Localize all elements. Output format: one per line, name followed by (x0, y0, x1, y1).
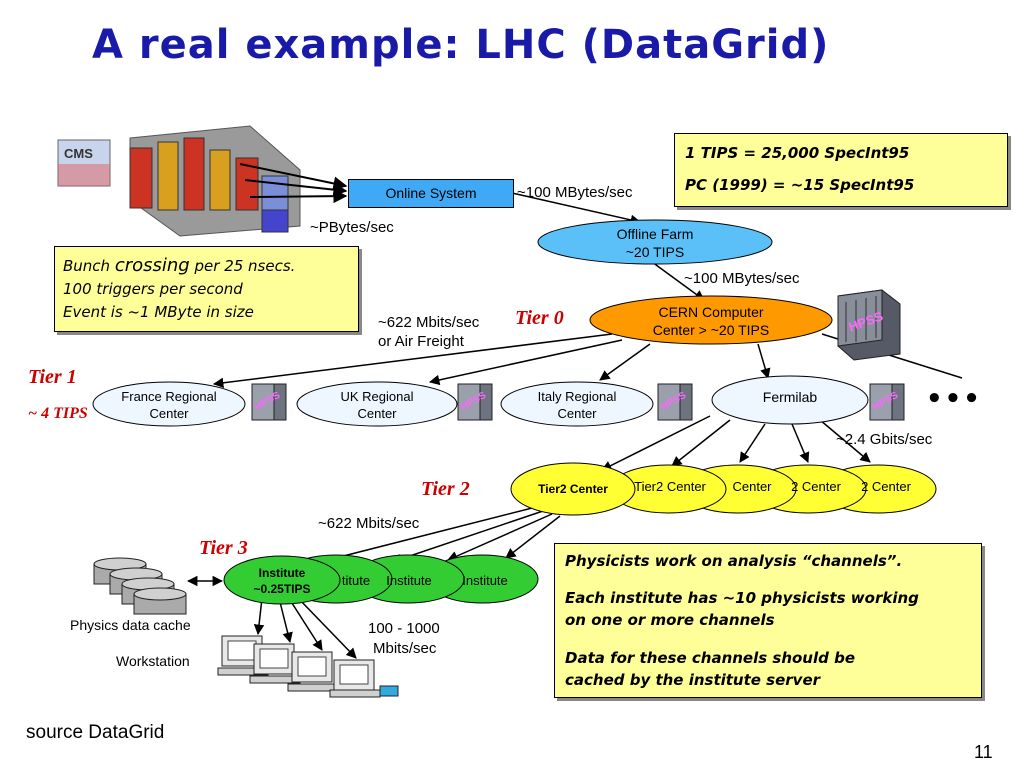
data-cache-disks-icon (93, 557, 187, 615)
bunch-line-1-post: per 25 nsecs. (189, 257, 296, 275)
italy-label-1: Italy Regional (537, 389, 617, 404)
institute-label: titute (341, 573, 371, 588)
france-center-node (92, 381, 246, 427)
bunch-info-box: Bunch crossing per 25 nsecs. 100 trigger… (54, 246, 359, 332)
bunch-line-2: 100 triggers per second (63, 280, 243, 298)
rate-institute-line2: Mbits/sec (373, 640, 437, 657)
institute-main-node (223, 555, 341, 605)
hpss-storage-icon (837, 289, 901, 361)
hpss-storage-icon (869, 383, 905, 421)
uk-label-1: UK Regional (340, 389, 414, 404)
physicists-info-box: Physicists work on analysis “channels”. … (554, 543, 982, 698)
rate-fermilab: ~2.4 Gbits/sec (836, 431, 933, 448)
tier2-center-label: Tier2 Center (634, 479, 706, 494)
institute-label: Institute (462, 573, 508, 588)
institute-main-label-1: Institute (258, 566, 306, 580)
italy-label-2: Center (557, 406, 597, 421)
institute-main-label-2: ~0.25TIPS (253, 582, 311, 596)
page-title: A real example: LHC (DataGrid) (92, 22, 830, 68)
page-number: 11 (974, 742, 993, 762)
physicists-line-1: Physicists work on analysis “channels”. (565, 552, 903, 570)
tier1-label: Tier 1 (28, 366, 77, 388)
fermilab-label: Fermilab (762, 389, 818, 405)
physicists-line-3a: Data for these channels should be (565, 649, 856, 667)
cern-label-1: CERN Computer (658, 304, 764, 320)
physics-cache-label: Physics data cache (70, 617, 191, 633)
detector-image (129, 125, 301, 237)
cms-logo-text: CMS (64, 146, 93, 161)
bunch-line-1: Bunch crossing per 25 nsecs. (63, 255, 295, 276)
tier2-center-main-node (510, 462, 636, 516)
hpss-storage-icon (251, 383, 287, 421)
uk-center-node (296, 381, 458, 427)
cern-label-2: Center > ~20 TIPS (652, 322, 770, 338)
rate-detector: ~PBytes/sec (310, 219, 394, 236)
rate-tier2: ~622 Mbits/sec (318, 515, 420, 532)
physicists-line-2a: Each institute has ~10 physicists workin… (565, 589, 919, 607)
physicists-line-2b: on one or more channels (565, 611, 775, 629)
tier2-center-label: Center (732, 479, 772, 494)
source-caption: source DataGrid (26, 722, 165, 743)
uk-label-2: Center (357, 406, 397, 421)
workstation-icon (329, 659, 399, 698)
tier1-tips-label: ~ 4 TIPS (28, 405, 88, 422)
hpss-storage-icon (657, 383, 693, 421)
tier0-label: Tier 0 (515, 307, 564, 329)
tier2-center-label: 2 Center (861, 479, 911, 494)
tips-line-2: PC (1999) = ~15 SpecInt95 (685, 176, 915, 194)
cms-logo (57, 139, 111, 187)
hpss-storage-icon (457, 383, 493, 421)
rate-institute-line1: 100 - 1000 (368, 620, 440, 637)
more-centers-ellipsis: ••• (926, 384, 982, 414)
offline-farm-label-2: ~20 TIPS (625, 244, 685, 260)
offline-farm-node (537, 219, 773, 265)
workstations-label: Workstation (116, 653, 190, 669)
institute-label: Institute (386, 573, 432, 588)
france-label-2: Center (149, 406, 189, 421)
rate-tier0-line2: or Air Freight (378, 333, 464, 350)
bunch-line-1-word: crossing (114, 255, 190, 276)
physicists-line-3b: cached by the institute server (565, 671, 821, 689)
workstation-icon (287, 651, 339, 692)
offline-farm-label-1: Offline Farm (616, 226, 694, 242)
france-label-1: France Regional (121, 389, 217, 404)
tips-info-box: 1 TIPS = 25,000 SpecInt95 PC (1999) = ~1… (674, 133, 1008, 207)
online-system-node: Online System (348, 179, 514, 208)
cern-center-node (589, 295, 833, 345)
bunch-line-1-pre: Bunch (63, 257, 115, 275)
tier3-label: Tier 3 (199, 537, 248, 559)
italy-center-node (500, 381, 654, 427)
tips-line-1: 1 TIPS = 25,000 SpecInt95 (685, 144, 910, 162)
bunch-line-3: Event is ~1 MByte in size (63, 303, 254, 321)
fermilab-node (711, 375, 869, 425)
rate-online-offline: ~100 MBytes/sec (517, 184, 633, 201)
tier2-label: Tier 2 (421, 478, 470, 500)
rate-tier0-line1: ~622 Mbits/sec (378, 314, 480, 331)
tier2-center-main-label: Tier2 Center (538, 482, 608, 496)
rate-offline-cern: ~100 MBytes/sec (684, 270, 800, 287)
workstation-icon (249, 643, 301, 684)
tier2-center-label: 2 Center (791, 479, 841, 494)
